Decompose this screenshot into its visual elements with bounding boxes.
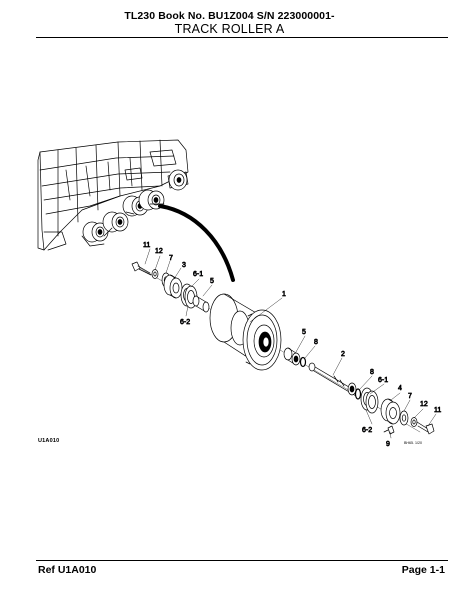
callout-12-left: 12: [155, 248, 163, 255]
header-book-info: TL230 Book No. BU1Z004 S/N 223000001-: [124, 10, 335, 22]
o-ring-lower: [354, 388, 362, 400]
lock-washer-right: [410, 417, 418, 427]
header-rule: [36, 37, 448, 38]
shaft: [308, 362, 357, 397]
drawing-code: BH65. 1/20: [404, 441, 422, 445]
callout-12-right: 12: [420, 401, 428, 408]
figure-reference-code: U1A010: [38, 438, 60, 444]
callout-5-left: 5: [210, 278, 214, 285]
callout-11-left: 11: [143, 242, 150, 249]
plug: [383, 425, 395, 435]
callout-4: 4: [398, 385, 402, 392]
bushing-right: [283, 347, 301, 366]
lock-washer-left: [151, 269, 159, 279]
track-roller-group: [81, 189, 165, 247]
callout-7-left: 7: [169, 255, 173, 262]
footer-rule: [36, 560, 448, 561]
callout-7-right: 7: [408, 393, 412, 400]
callout-6-1-left: 6-1: [193, 271, 203, 278]
callout-9: 9: [386, 441, 390, 448]
track-roller-body: [209, 293, 282, 371]
plate-right: [399, 410, 409, 426]
collar-right: [380, 398, 401, 425]
callout-8-upper: 8: [314, 339, 318, 346]
bolt-left: [131, 261, 152, 276]
callout-leaders: [144, 248, 437, 439]
seal-assembly-right: [360, 387, 379, 414]
page-title: TRACK ROLLER A: [174, 22, 285, 36]
callout-11-right: 11: [434, 407, 441, 414]
callout-6-2-right: 6-2: [362, 427, 372, 434]
bushing-left: [192, 295, 210, 313]
callout-2: 2: [341, 351, 345, 358]
callout-8-lower: 8: [370, 369, 374, 376]
o-ring-upper: [299, 356, 307, 368]
callout-6-1-right: 6-1: [378, 377, 388, 384]
bolt-right: [416, 421, 435, 435]
detail-leader-arrow: [158, 204, 235, 282]
callout-3: 3: [182, 262, 186, 269]
callout-labels: 11 12 7 3 6-1 5 6-2 1 5 8 2 8 6-1 4 7 12…: [143, 242, 442, 449]
callout-6-2-left: 6-2: [180, 319, 190, 326]
footer-page-number: Page 1-1: [401, 564, 445, 576]
callout-5-right: 5: [302, 329, 306, 336]
callout-1: 1: [282, 291, 286, 298]
footer-ref: Ref U1A010: [38, 564, 97, 576]
track-frame-drawing: [37, 139, 189, 251]
collar-left: [163, 274, 183, 299]
